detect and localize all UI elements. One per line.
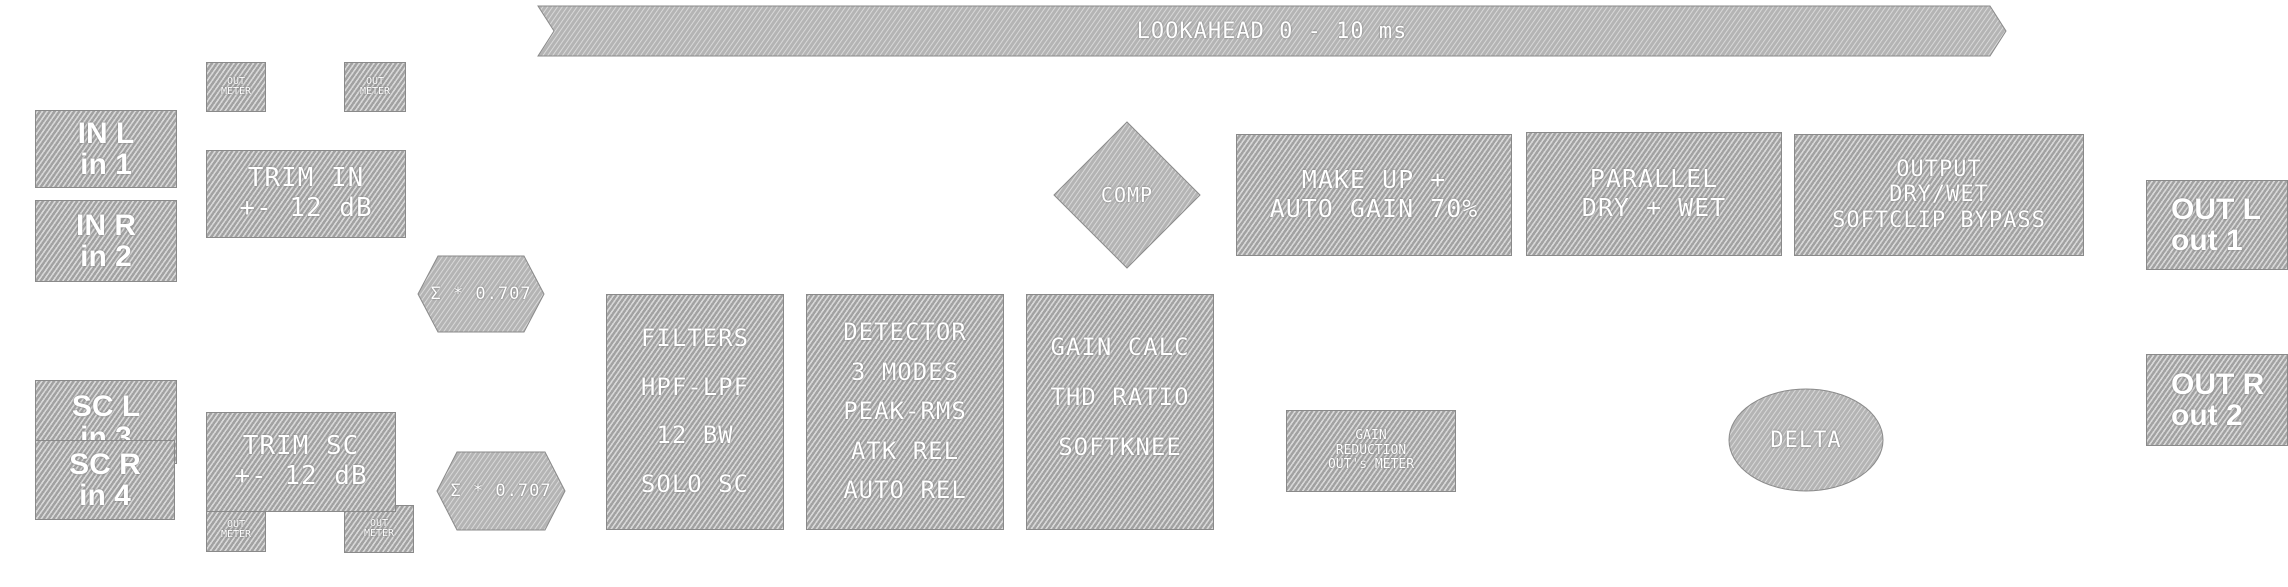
- sum-top-shape: [417, 255, 545, 333]
- meter-top-right-line1: OUT: [365, 76, 385, 87]
- meter-bottom-left-line2: METER: [220, 529, 252, 540]
- filters-line-1: FILTERS: [640, 324, 750, 353]
- detector-line-2: 3 MODES: [850, 357, 960, 386]
- output-out-r-channel: out 2: [2171, 399, 2243, 432]
- output-line-1: OUTPUT: [1896, 157, 1982, 183]
- gain-calc-block: GAIN CALC THD RATIO SOFTKNEE: [1026, 294, 1214, 530]
- output-out-r: OUT R out 2: [2146, 354, 2288, 446]
- makeup-line-1: MAKE UP +: [1301, 165, 1447, 195]
- input-sc-r-name: SC R: [69, 447, 141, 481]
- gain-calc-line-2: THD RATIO: [1050, 383, 1190, 412]
- input-in-r: IN R in 2: [35, 200, 177, 282]
- trim-in-title: TRIM IN: [247, 163, 365, 194]
- output-line-2: DRY/WET: [1889, 182, 1989, 208]
- detector-line-3: PEAK-RMS: [843, 397, 967, 426]
- gain-reduction-block: GAIN REDUCTION OUT's METER: [1286, 410, 1456, 492]
- filters-line-4: SOLO SC: [640, 469, 750, 498]
- lookahead-label: LOOKAHEAD 0 - 10 ms: [1136, 18, 1408, 44]
- gain-calc-line-3: SOFTKNEE: [1058, 433, 1182, 462]
- meter-bottom-right-line1: OUT: [369, 518, 389, 529]
- meter-bottom-left: OUT METER: [206, 508, 266, 552]
- meter-top-right: OUT METER: [344, 62, 406, 112]
- delta-label: DELTA: [1770, 427, 1842, 453]
- lookahead-banner-shape: [537, 5, 2007, 57]
- gain-reduction-line-2: REDUCTION: [1335, 442, 1407, 458]
- sum-bottom-label: Σ * 0.707: [450, 481, 552, 501]
- sum-bottom-shape: [436, 451, 566, 531]
- output-out-l: OUT L out 1: [2146, 180, 2288, 270]
- parallel-block: PARALLEL DRY + WET: [1526, 132, 1782, 256]
- detector-block: DETECTOR 3 MODES PEAK-RMS ATK REL AUTO R…: [806, 294, 1004, 530]
- filters-line-3: 12 BW: [656, 421, 734, 450]
- input-in-r-name: IN R: [76, 208, 136, 242]
- sum-bottom-hexagon: Σ * 0.707: [436, 451, 566, 531]
- filters-line-2: HPF-LPF: [640, 372, 750, 401]
- trim-sc-title: TRIM SC: [242, 431, 360, 462]
- output-block: OUTPUT DRY/WET SOFTCLIP BYPASS: [1794, 134, 2084, 256]
- input-sc-r: SC R in 4: [35, 440, 175, 520]
- input-sc-l-name: SC L: [71, 389, 141, 423]
- delta-ellipse: DELTA: [1728, 388, 1884, 492]
- detector-line-1: DETECTOR: [843, 318, 967, 346]
- makeup-line-2: AUTO GAIN 70%: [1269, 194, 1479, 223]
- comp-label: COMP: [1100, 183, 1154, 207]
- parallel-line-1: PARALLEL: [1589, 164, 1719, 194]
- meter-bottom-right: OUT METER: [344, 505, 414, 553]
- sum-top-label: Σ * 0.707: [430, 284, 532, 304]
- makeup-block: MAKE UP + AUTO GAIN 70%: [1236, 134, 1512, 256]
- detector-line-4: ATK REL: [850, 436, 960, 465]
- delta-ellipse-shape: [1728, 388, 1884, 492]
- meter-top-right-line2: METER: [359, 86, 391, 97]
- meter-top-left: OUT METER: [206, 62, 266, 112]
- meter-bottom-right-line2: METER: [363, 528, 395, 539]
- input-in-l: IN L in 1: [35, 110, 177, 188]
- meter-top-left-line2: METER: [220, 86, 252, 97]
- gain-reduction-line-3: OUT's METER: [1327, 457, 1415, 473]
- trim-in-range: +- 12 dB: [239, 193, 373, 223]
- sum-top-hexagon: Σ * 0.707: [417, 255, 545, 333]
- comp-diamond-shape: [1053, 121, 1201, 269]
- output-out-l-name: OUT L: [2171, 192, 2261, 226]
- meter-bottom-left-line1: OUT: [226, 519, 246, 530]
- gain-reduction-line-1: GAIN: [1355, 427, 1387, 443]
- detector-line-5: AUTO REL: [843, 476, 967, 505]
- lookahead-banner: LOOKAHEAD 0 - 10 ms: [537, 5, 2007, 57]
- gain-calc-line-1: GAIN CALC: [1050, 333, 1190, 362]
- input-in-l-name: IN L: [77, 116, 135, 150]
- comp-diamond: COMP: [1053, 121, 1201, 269]
- filters-block: FILTERS HPF-LPF 12 BW SOLO SC: [606, 294, 784, 530]
- output-out-l-channel: out 1: [2171, 224, 2243, 257]
- output-line-3: SOFTCLIP BYPASS: [1832, 207, 2046, 233]
- output-out-r-name: OUT R: [2171, 367, 2265, 401]
- parallel-line-2: DRY + WET: [1581, 193, 1727, 222]
- trim-sc-range: +- 12 dB: [234, 461, 368, 491]
- meter-top-left-line1: OUT: [226, 76, 246, 87]
- trim-sc-block: TRIM SC +- 12 dB: [206, 412, 396, 512]
- input-sc-r-channel: in 4: [79, 479, 131, 512]
- input-in-r-channel: in 2: [80, 240, 132, 273]
- trim-in-block: TRIM IN +- 12 dB: [206, 150, 406, 238]
- input-in-l-channel: in 1: [80, 148, 132, 181]
